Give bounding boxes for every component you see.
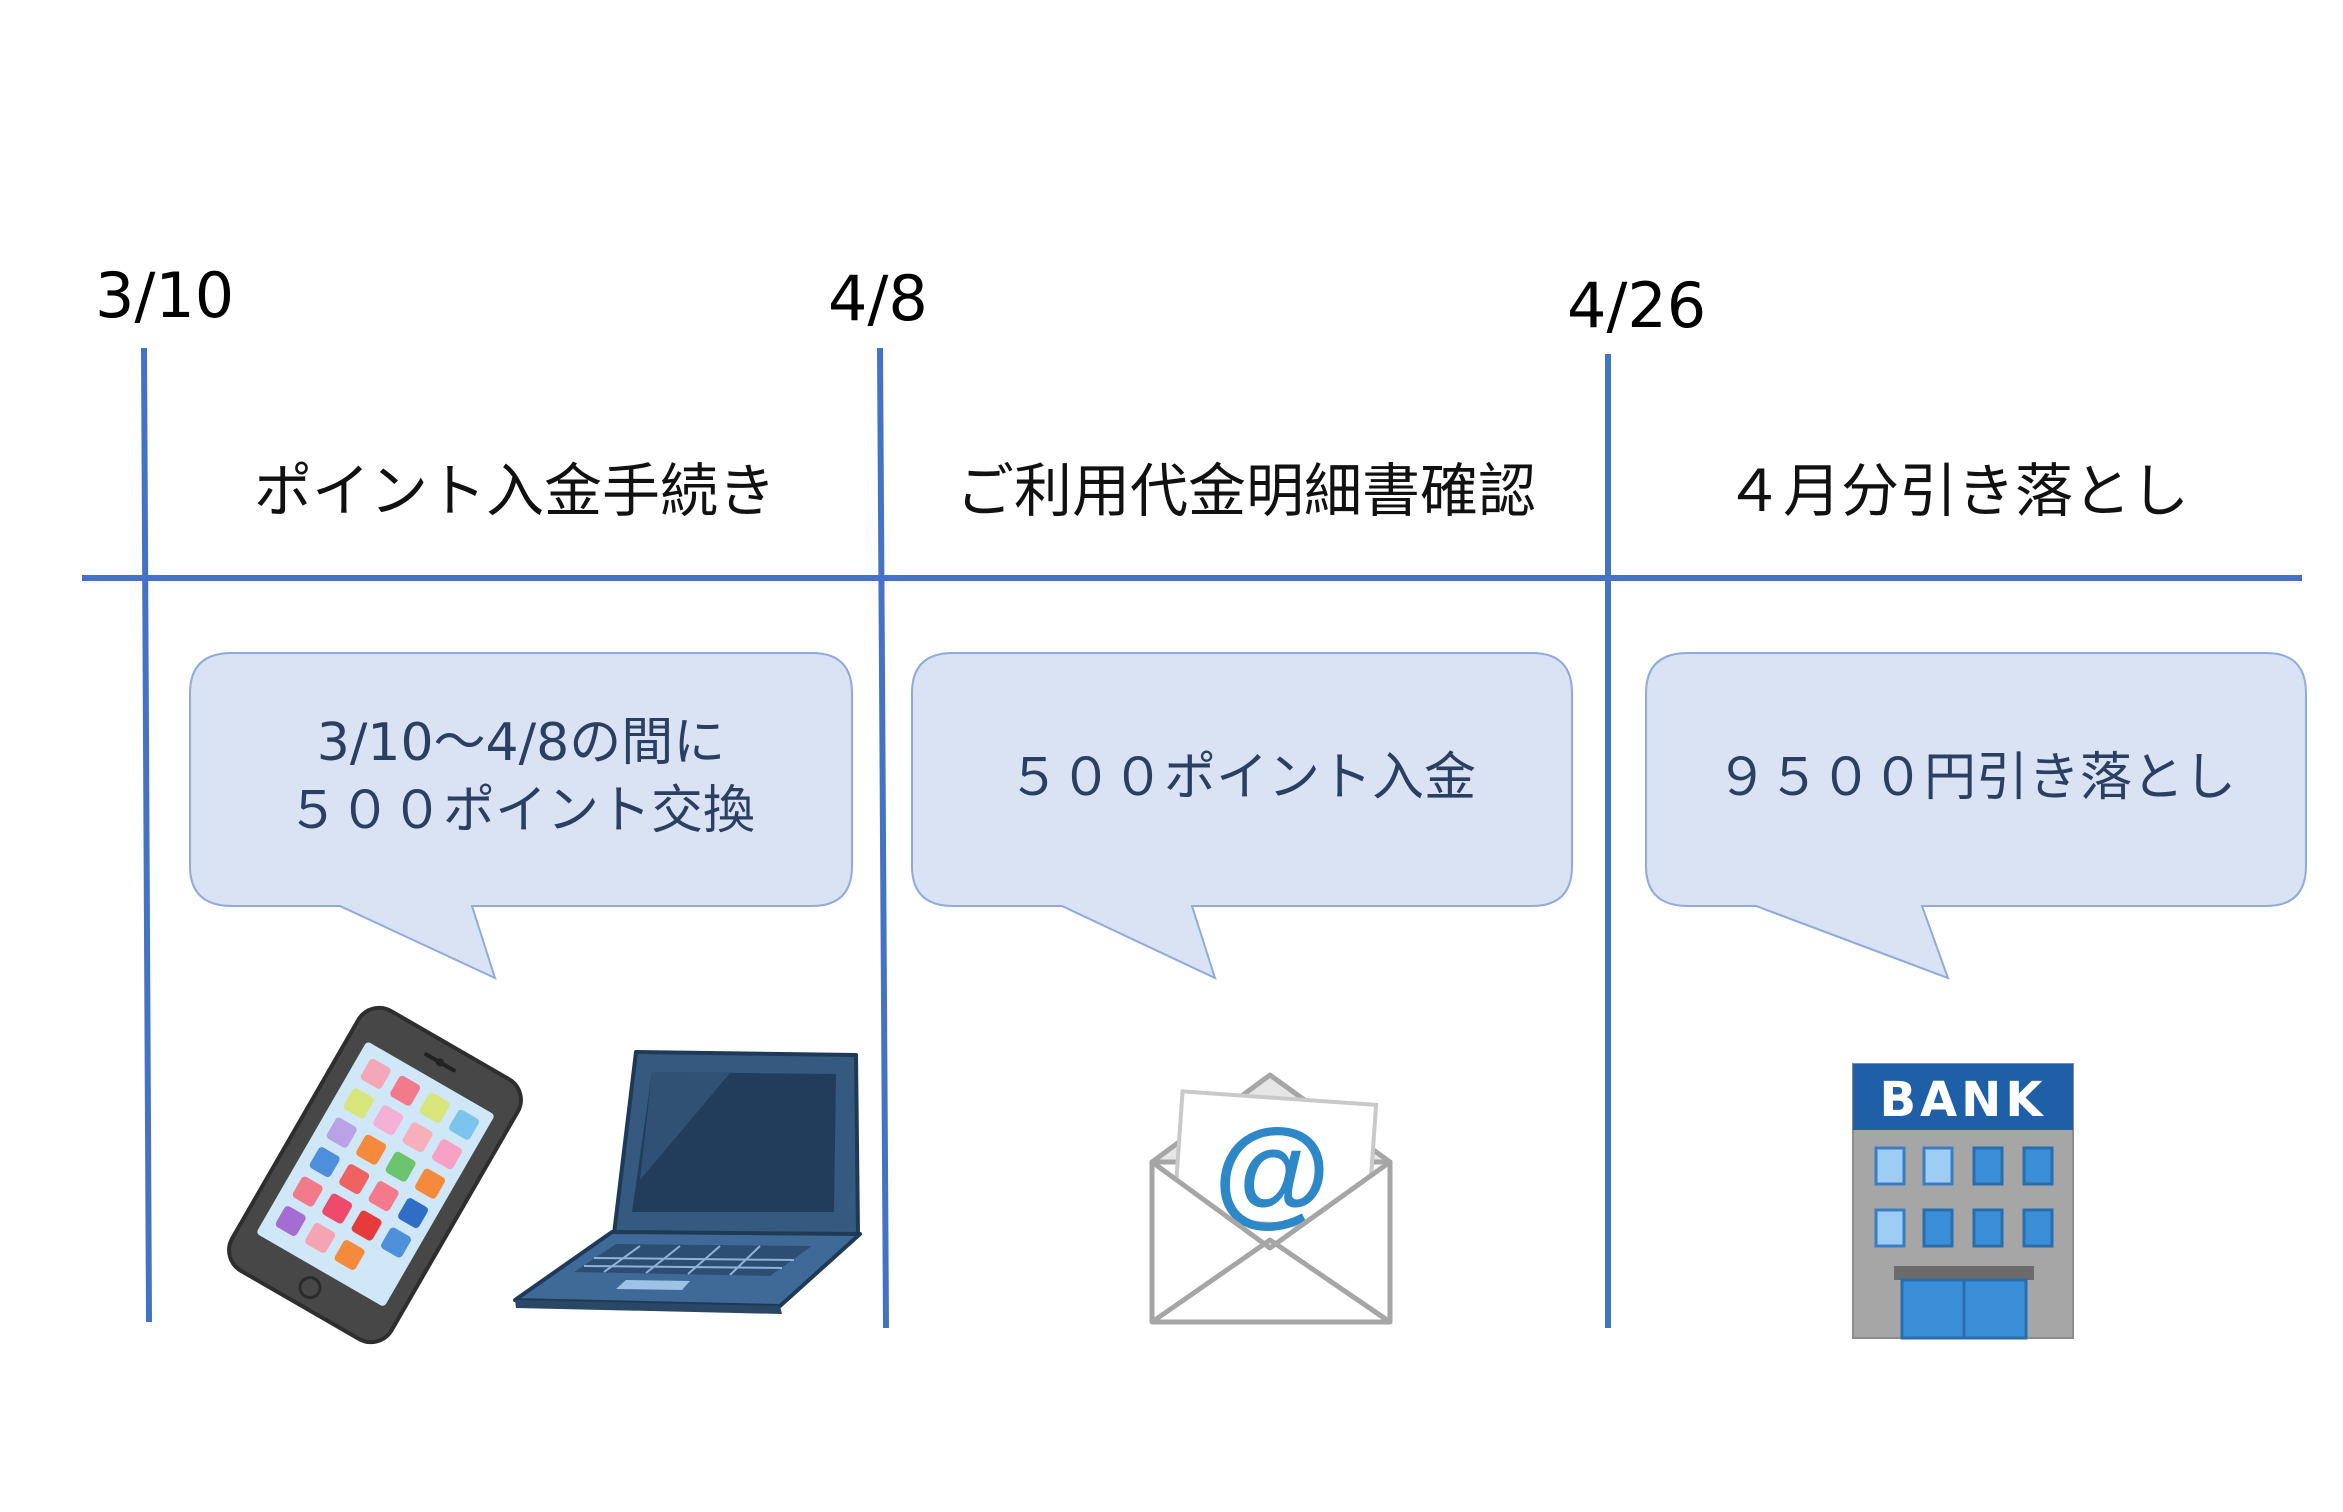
bubble-3-text: ９５００円引き落とし [1646,745,2306,813]
phase-title-3: ４月分引き落とし [1724,457,2189,525]
email-envelope-icon: @ [1149,1072,1393,1325]
phase-title-1: ポイント入金手続き [253,457,776,525]
bubble-2-text: ５００ポイント入金 [912,745,1572,813]
speech-bubble-2 [911,652,1573,980]
bank-sign: BANK [1879,1072,2046,1128]
speech-bubble-1 [189,652,853,980]
date-label-3: 4/26 [1567,269,1707,342]
date-label-1: 3/10 [95,259,235,332]
bubble-1-line-2: ５００ポイント交換 [286,780,755,841]
bubble-3-line-1: ９５００円引き落とし [1715,748,2236,808]
bubble-1-line-1: 3/10〜4/8の間に [316,713,726,773]
laptop-icon [513,1050,862,1314]
bubble-2-line-1: ５００ポイント入金 [1007,748,1476,808]
date-divider-1 [141,347,152,1323]
date-divider-2 [877,347,889,1329]
speech-bubble-3 [1645,652,2307,980]
smartphone-icon [227,1005,523,1345]
bank-building-icon: BANK [1852,1063,2074,1340]
date-label-2: 4/8 [828,262,928,335]
phase-title-2: ご利用代金明細書確認 [955,457,1536,525]
bubble-1-text: 3/10〜4/8の間に ５００ポイント交換 [190,710,852,845]
